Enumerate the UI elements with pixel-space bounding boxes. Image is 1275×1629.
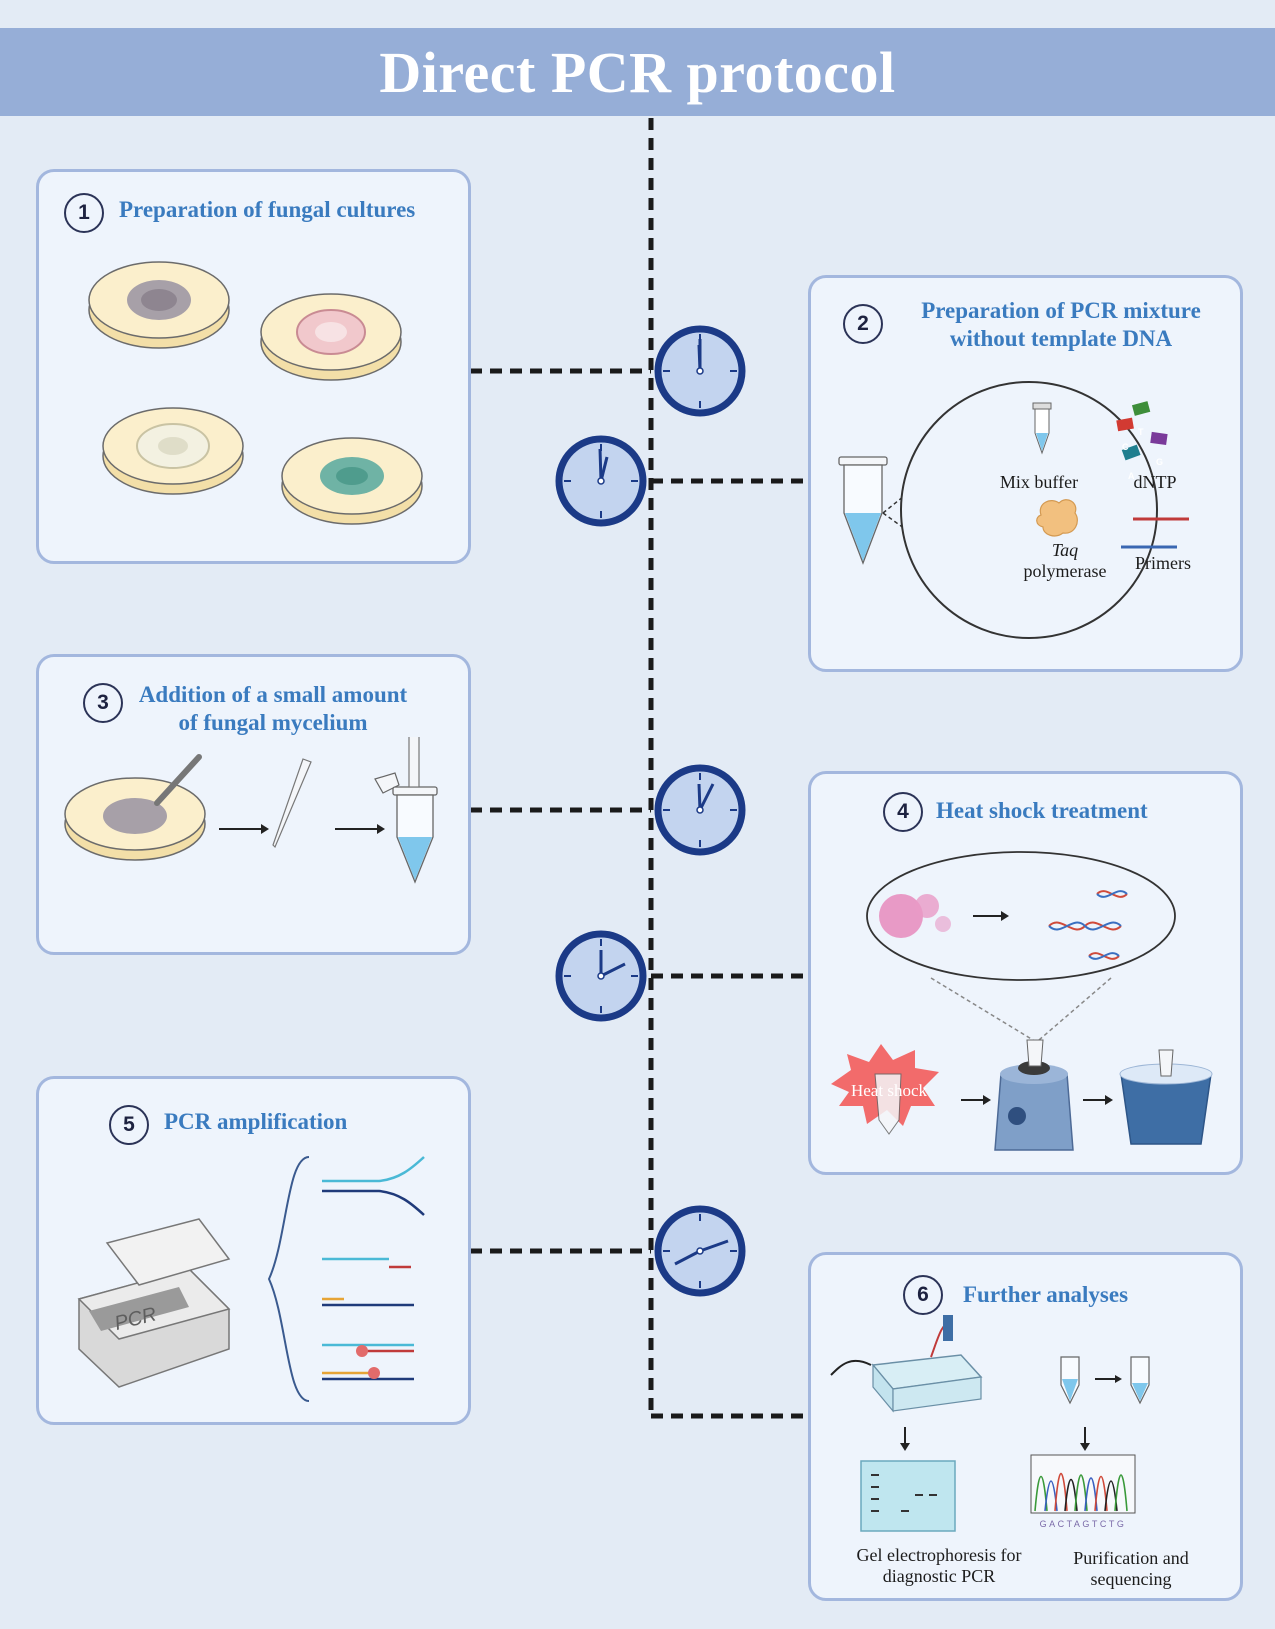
polymerase-label: polymerase: [1024, 561, 1107, 581]
pcr-mixture-illustration: Mix buffer dNTP Taq polymerase Primers: [838, 381, 1191, 639]
further-analyses-illustration: GACTAGTCTG: [830, 1315, 1150, 1532]
gel-image-icon: [860, 1460, 956, 1532]
step-title-line: Addition of a small amount: [138, 682, 408, 707]
step-title: Further analyses: [963, 1282, 1129, 1307]
heat-shock-burst-icon: [831, 1044, 939, 1135]
seq-label-line: sequencing: [1090, 1569, 1172, 1589]
taq-polymerase-icon: [1036, 499, 1078, 537]
step-4-panel: 4 Heat shock treatment Heat shock: [808, 771, 1243, 1175]
clock-icon: [555, 435, 647, 527]
extension-strands-icon: [322, 1343, 414, 1381]
step-title-line: of fungal mycelium: [178, 710, 368, 735]
petri-dish-icon: [281, 437, 423, 525]
step-1-panel: 1 Preparation of fungal cultures: [36, 169, 471, 564]
ice-bucket-icon: [1119, 1049, 1213, 1145]
step-number: 5: [109, 1105, 149, 1145]
tube-icon: [374, 737, 438, 884]
pipette-tip-icon: [272, 758, 312, 849]
petri-dish-icon: [260, 293, 402, 381]
clock-icon: [654, 764, 746, 856]
petri-dish-icon: [88, 261, 230, 349]
tube-icon: [838, 456, 888, 565]
step-3-panel: 3 Addition of a small amount of fungal m…: [36, 654, 471, 955]
clock-icon: [555, 930, 647, 1022]
step-number: 6: [903, 1275, 943, 1315]
petri-dish-icon: [102, 407, 244, 495]
step-6-panel: 6 Further analyses: [808, 1252, 1243, 1601]
clock-icon: [654, 1205, 746, 1297]
mix-buffer-label: Mix buffer: [1000, 472, 1078, 492]
petri-dishes-illustration: [88, 261, 423, 525]
page-title: Direct PCR protocol: [379, 39, 896, 105]
step-number: 2: [843, 304, 883, 344]
step-title: Heat shock treatment: [936, 798, 1148, 823]
step-5-panel: 5 PCR amplification PCR: [36, 1076, 471, 1425]
step-2-panel: 2 Preparation of PCR mixture without tem…: [808, 275, 1243, 672]
dna-release-icon: [1048, 890, 1128, 960]
purification-tubes-icon: [1060, 1356, 1150, 1405]
pcr-amplification-illustration: PCR: [77, 1156, 425, 1402]
step-title: Addition of a small amount of fungal myc…: [133, 681, 413, 737]
primers-icon: [1121, 517, 1189, 549]
pcr-machine-icon: PCR: [77, 1218, 231, 1388]
gel-electrophoresis-label: Gel electrophoresis for diagnostic PCR: [839, 1545, 1039, 1587]
mycelium-transfer-illustration: [64, 737, 438, 884]
gel-label-line: Gel electrophoresis for: [856, 1545, 1022, 1565]
seq-label-line: Purification and: [1073, 1548, 1189, 1568]
step-title: Preparation of PCR mixture without templ…: [891, 297, 1231, 353]
step-title-line: Preparation of PCR mixture: [921, 298, 1201, 323]
chromatogram-icon: GACTAGTCTG: [1030, 1454, 1136, 1529]
annealing-strands-icon: [322, 1257, 414, 1307]
gel-label-line: diagnostic PCR: [882, 1566, 996, 1586]
step-number: 1: [64, 193, 104, 233]
mix-buffer-tube-icon: [1032, 402, 1052, 455]
step-title-line: without template DNA: [949, 326, 1173, 351]
fungal-cell-icon: [879, 894, 951, 938]
sequencing-label: Purification and sequencing: [1031, 1548, 1231, 1590]
dntp-icon: [1116, 401, 1168, 461]
denaturation-strands-icon: [322, 1156, 425, 1216]
gel-electrophoresis-icon: [830, 1315, 983, 1413]
petri-dish-icon: [64, 777, 206, 861]
vortex-mixer-icon: [994, 1039, 1074, 1151]
step-number: 4: [883, 792, 923, 832]
step-title: Preparation of fungal cultures: [119, 197, 416, 222]
heat-shock-label: Heat shock: [851, 1081, 928, 1100]
dntp-label: dNTP: [1133, 472, 1176, 492]
primers-label: Primers: [1135, 553, 1191, 573]
step-title: PCR amplification: [164, 1109, 348, 1134]
taq-label: Taq: [1052, 540, 1078, 560]
heat-shock-illustration: Heat shock: [831, 851, 1213, 1151]
title-banner: Direct PCR protocol: [0, 28, 1275, 116]
step-number: 3: [83, 683, 123, 723]
sequence-label: GACTAGTCTG: [1040, 1519, 1127, 1529]
clock-icon: [654, 325, 746, 417]
